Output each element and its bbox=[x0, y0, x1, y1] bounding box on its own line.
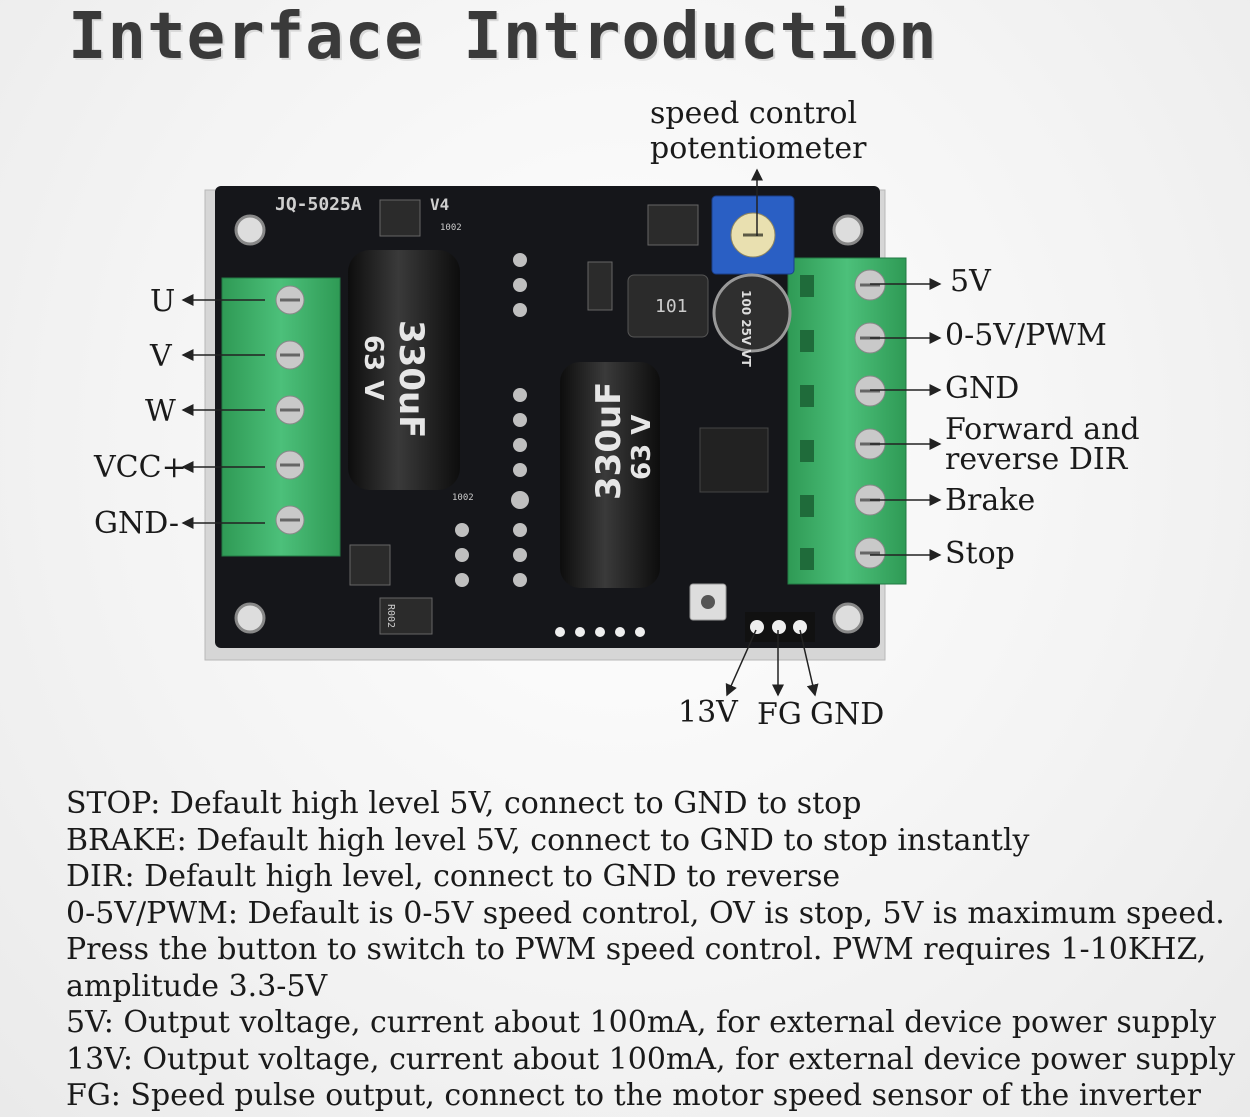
label-gnd-left: GND- bbox=[94, 506, 179, 541]
label-vcc: VCC+ bbox=[94, 450, 187, 485]
desc-line: STOP: Default high level 5V, connect to … bbox=[66, 786, 862, 821]
mount-hole bbox=[832, 214, 864, 246]
label-fg: FG bbox=[757, 697, 802, 732]
res-1002-b: 1002 bbox=[452, 493, 474, 503]
small-capacitor: 100 25V VT bbox=[712, 273, 792, 368]
res-r002: R002 bbox=[385, 604, 396, 628]
label-dir-2: reverse DIR bbox=[945, 442, 1128, 477]
right-terminal-block bbox=[787, 257, 907, 585]
smd-parts bbox=[349, 199, 699, 635]
svg-text:101: 101 bbox=[655, 296, 688, 317]
desc-line: DIR: Default high level, connect to GND … bbox=[66, 859, 841, 894]
svg-text:63 V: 63 V bbox=[358, 335, 388, 400]
right-terminal-slots bbox=[800, 275, 814, 570]
label-gnd-right: GND bbox=[945, 371, 1020, 406]
board-model-text: JQ-5025A bbox=[275, 194, 362, 215]
desc-line: amplitude 3.3-5V bbox=[66, 968, 328, 1004]
label-brake: Brake bbox=[945, 483, 1036, 518]
desc-line: 0-5V/PWM: Default is 0-5V speed control,… bbox=[66, 895, 1225, 931]
label-u: U bbox=[150, 284, 176, 319]
label-w: W bbox=[145, 394, 176, 429]
label-gnd-bottom: GND bbox=[810, 697, 885, 732]
mount-hole bbox=[832, 602, 864, 634]
desc-line: Press the button to switch to PWM speed … bbox=[66, 932, 1207, 967]
right-arrows bbox=[870, 278, 942, 561]
label-stop: Stop bbox=[945, 536, 1015, 571]
label-v: V bbox=[150, 339, 172, 374]
label-13v: 13V bbox=[678, 695, 738, 730]
mount-hole bbox=[234, 214, 266, 246]
svg-text:330uF: 330uF bbox=[589, 382, 629, 500]
left-arrows bbox=[181, 294, 265, 529]
svg-text:330uF: 330uF bbox=[391, 320, 431, 438]
board-version-text: V4 bbox=[430, 195, 449, 214]
bottom-arrows bbox=[725, 629, 819, 697]
driver-ic bbox=[699, 427, 769, 493]
svg-text:63 V: 63 V bbox=[627, 415, 657, 480]
pot-label-1: speed control bbox=[650, 96, 858, 131]
res-1002-a: 1002 bbox=[440, 223, 462, 233]
left-terminal-screws bbox=[275, 285, 305, 535]
pot-label-2: potentiometer bbox=[650, 131, 867, 166]
capacitor-1: 330uF 63 V bbox=[348, 250, 460, 490]
desc-line: 13V: Output voltage, current about 100mA… bbox=[66, 1041, 1236, 1077]
inductor: 101 bbox=[627, 274, 709, 338]
desc-line: FG: Speed pulse output, connect to the m… bbox=[66, 1078, 1201, 1113]
mount-hole bbox=[234, 602, 266, 634]
header-pins bbox=[555, 612, 815, 642]
desc-line: BRAKE: Default high level 5V, connect to… bbox=[66, 822, 1030, 858]
label-dir-1: Forward and bbox=[945, 412, 1140, 447]
label-5v: 5V bbox=[950, 264, 991, 299]
label-pwm: 0-5V/PWM bbox=[945, 318, 1107, 353]
page-title: Interface Introduction bbox=[68, 0, 938, 74]
description-block: STOP: Default high level 5V, connect to … bbox=[66, 786, 1246, 1115]
mosfet-row bbox=[455, 253, 529, 587]
capacitor-2: 330uF 63 V bbox=[560, 362, 660, 588]
svg-text:100 25V VT: 100 25V VT bbox=[739, 290, 753, 368]
desc-line: 5V: Output voltage, current about 100mA,… bbox=[66, 1005, 1217, 1040]
